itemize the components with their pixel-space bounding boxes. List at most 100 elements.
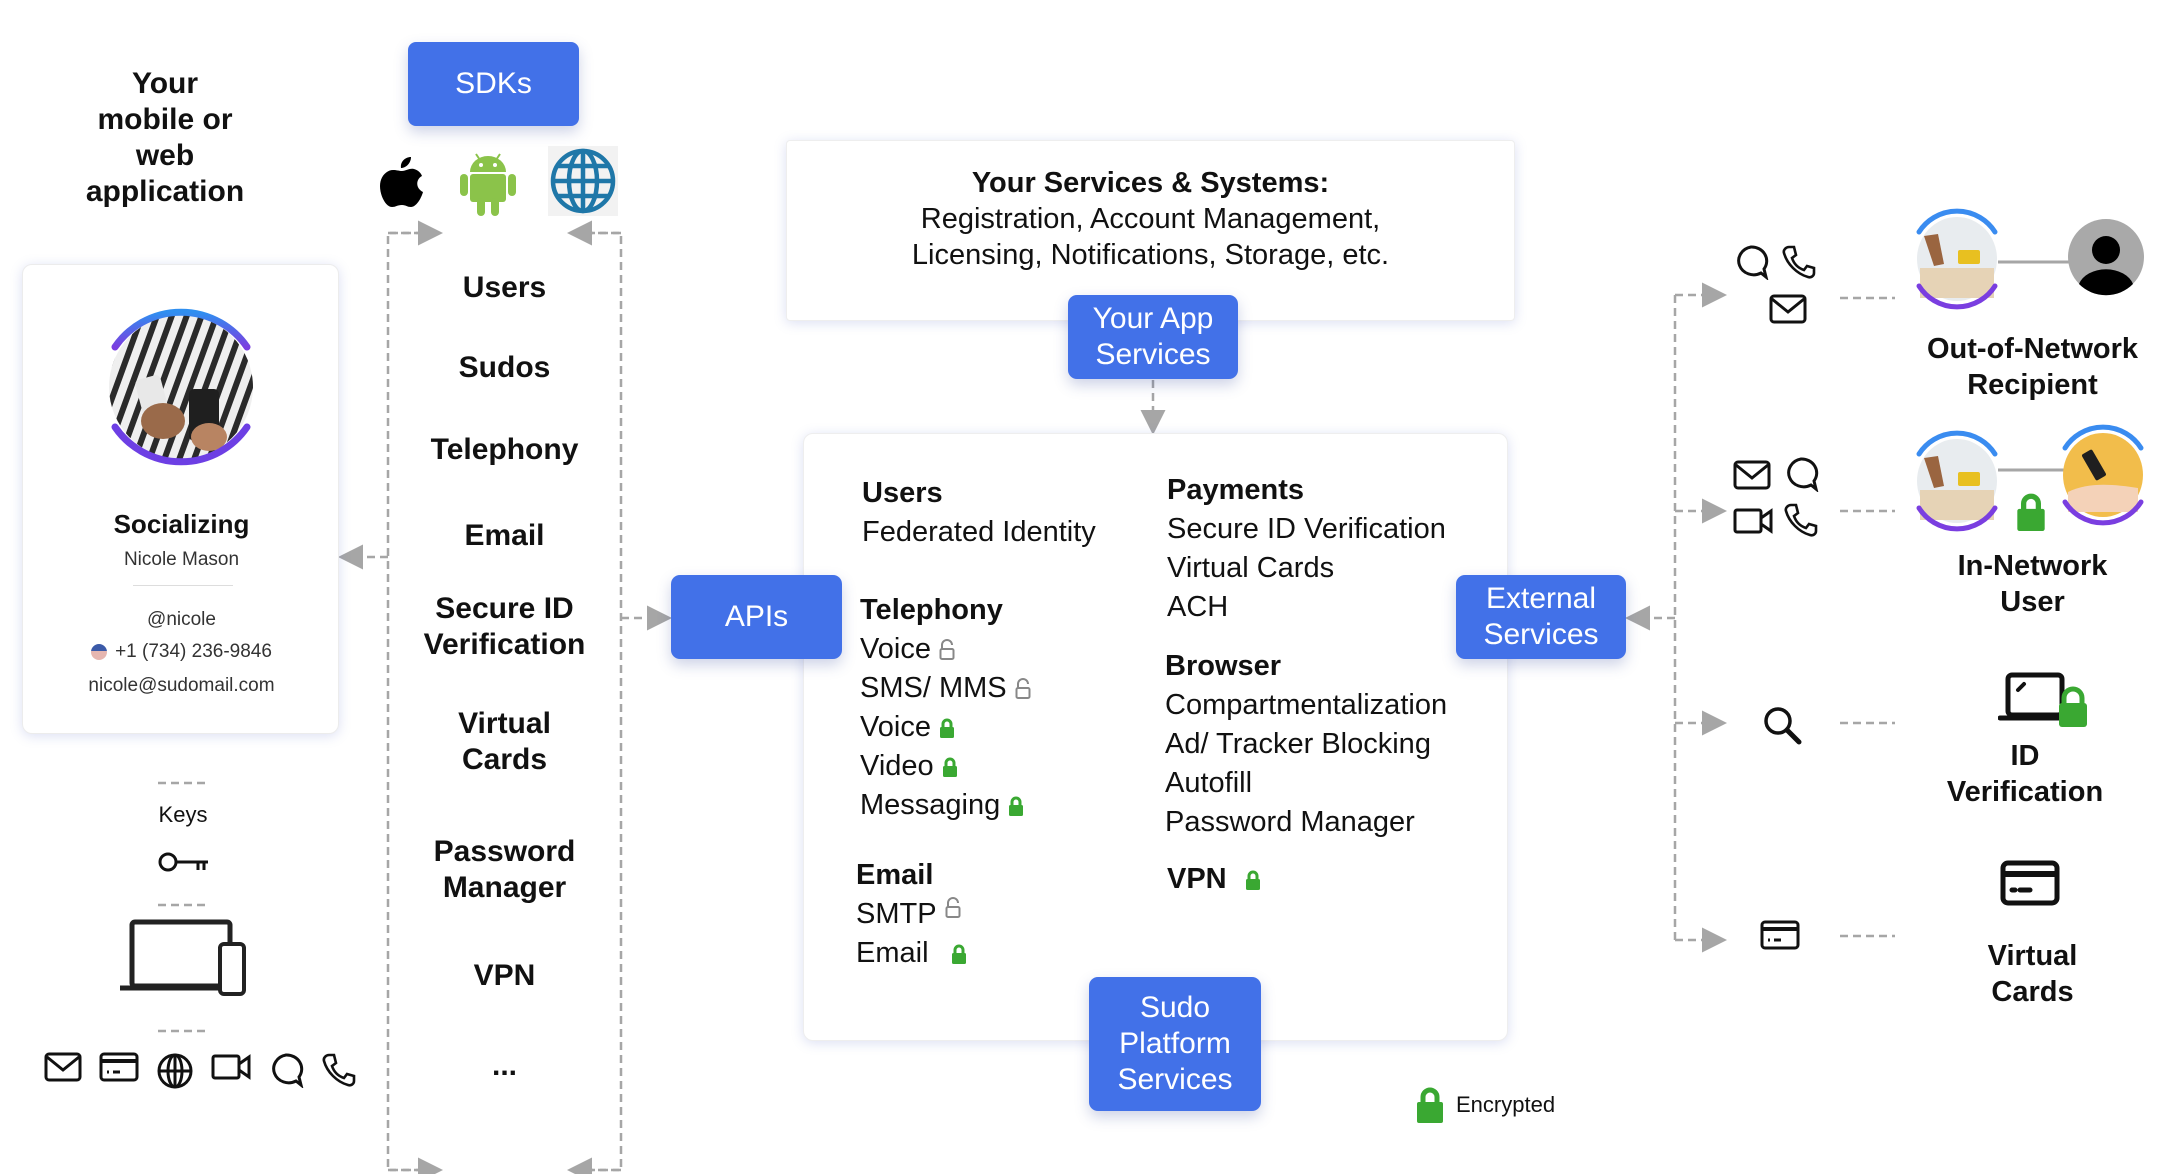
- sudo-platform-services-button[interactable]: Sudo Platform Services: [1089, 977, 1261, 1111]
- feature-item: Messaging: [860, 786, 1031, 825]
- button-line: Platform: [1119, 1027, 1231, 1060]
- encrypted-lock-icon: [1008, 795, 1024, 817]
- feature-item: Virtual Cards: [1167, 552, 1335, 584]
- channel-icon-row: [44, 1052, 357, 1090]
- group-browser: Browser Compartmentalization Ad/ Tracker…: [1165, 647, 1447, 842]
- button-line: Services: [1483, 618, 1599, 651]
- chat-icon: [1737, 245, 1769, 280]
- card-divider: [133, 585, 233, 586]
- button-line: External: [1485, 582, 1597, 615]
- encrypted-lock-icon: [1417, 1087, 1443, 1123]
- feature-item: SMTP: [856, 895, 967, 934]
- group-telephony: Telephony Voice SMS/ MMS Voice Video Mes…: [860, 591, 1031, 825]
- sdk-item-email[interactable]: Email: [464, 519, 545, 552]
- feature-item: Video: [860, 747, 1031, 786]
- sender-avatar: [1916, 208, 1998, 310]
- video-icon: [1733, 508, 1773, 534]
- card-icon: [99, 1052, 139, 1082]
- feature-item: Federated Identity: [862, 516, 1096, 548]
- platform-services-box: [803, 433, 1508, 1041]
- feature-item: SMS/ MMS: [860, 669, 1031, 708]
- button-line: Sudo: [1139, 991, 1211, 1024]
- encrypted-lock-icon: [1245, 869, 1261, 891]
- keys-label: Keys: [158, 802, 208, 827]
- app-title-line: Your: [131, 67, 199, 100]
- chat-icon: [272, 1053, 304, 1088]
- apple-icon: [380, 157, 423, 207]
- feature-item: Secure ID Verification: [1167, 513, 1446, 545]
- app-title-line: mobile or: [97, 103, 233, 136]
- group-payments: Payments Secure ID Verification Virtual …: [1167, 471, 1446, 627]
- legend: Encrypted: [1416, 1086, 1555, 1124]
- platform-left-column: Users Federated Identity: [862, 474, 1096, 552]
- search-icon: [1764, 707, 1802, 745]
- profile-card[interactable]: Socializing Nicole Mason @nicole +1 (734…: [22, 264, 339, 734]
- feature-item: ACH: [1167, 591, 1229, 623]
- sender-avatar: [1916, 430, 1998, 532]
- sdks-button[interactable]: SDKs: [408, 42, 579, 126]
- avatar: [109, 308, 253, 466]
- person-name: Nicole Mason: [123, 549, 240, 570]
- email-icon: [1769, 294, 1807, 324]
- feature-item: Email: [856, 934, 967, 973]
- group-heading: Users: [862, 477, 943, 509]
- app-title: Your mobile or web application: [60, 66, 270, 210]
- recipient-avatar: [2062, 424, 2144, 526]
- feature-item: Voice: [860, 630, 1031, 669]
- group-email: Email SMTP Email: [856, 856, 967, 973]
- phone-icon: [322, 1053, 356, 1087]
- group-heading: Telephony: [860, 594, 1003, 626]
- sdk-item-sudos[interactable]: Sudos: [458, 351, 551, 384]
- globe-icon: [157, 1053, 193, 1089]
- handle: @nicole: [147, 609, 216, 630]
- your-services-line: Registration, Account Management,: [920, 203, 1381, 235]
- chat-icon: [1787, 457, 1819, 492]
- key-icon: [158, 852, 208, 872]
- group-heading: VPN: [1167, 863, 1227, 895]
- your-app-services-button[interactable]: Your App Services: [1068, 295, 1238, 379]
- phone-icon: [1782, 245, 1816, 279]
- button-line: Services: [1095, 338, 1211, 371]
- sdk-item-more[interactable]: ...: [491, 1049, 517, 1082]
- sudo-name: Socializing: [113, 509, 250, 539]
- sdk-item-telephony[interactable]: Telephony: [430, 433, 579, 466]
- globe-icon: [548, 146, 618, 216]
- card-icon: [2000, 860, 2060, 906]
- phone-row: +1 (734) 236-9846: [23, 641, 340, 663]
- button-line: Your App: [1092, 302, 1214, 335]
- sdk-item-vpn[interactable]: VPN: [473, 959, 536, 992]
- encrypted-lock-icon: [951, 943, 967, 965]
- devices-icon: [120, 919, 246, 996]
- feature-item: Password Manager: [1165, 806, 1415, 838]
- apis-button[interactable]: APIs: [671, 575, 842, 659]
- sdk-item-users[interactable]: Users: [462, 271, 547, 304]
- group-heading: Email: [856, 859, 934, 891]
- unlocked-icon: [939, 638, 955, 661]
- recipient-avatar-icon: [2068, 219, 2144, 296]
- laptop-icon: [1998, 672, 2087, 727]
- unlocked-icon: [945, 896, 961, 919]
- app-title-line: application: [85, 175, 245, 208]
- encrypted-lock-icon: [2017, 493, 2045, 531]
- encrypted-lock-icon: [939, 717, 955, 739]
- app-title-line: web: [135, 139, 195, 172]
- group-users: Users Federated Identity: [862, 474, 1096, 552]
- your-services-box: Your Services & Systems: Registration, A…: [786, 140, 1515, 321]
- email-icon: [44, 1052, 82, 1082]
- external-services-button[interactable]: External Services: [1456, 575, 1626, 659]
- legend-label: Encrypted: [1456, 1092, 1556, 1117]
- video-icon: [211, 1054, 251, 1080]
- unlocked-icon: [1015, 677, 1031, 700]
- your-services-line: Licensing, Notifications, Storage, etc.: [911, 239, 1390, 271]
- channel-icons-in-network: [1733, 456, 1823, 546]
- group-heading: Browser: [1165, 650, 1282, 682]
- android-icon: [460, 153, 516, 216]
- group-vpn: VPN: [1167, 860, 1261, 899]
- feature-item: Autofill: [1165, 767, 1253, 799]
